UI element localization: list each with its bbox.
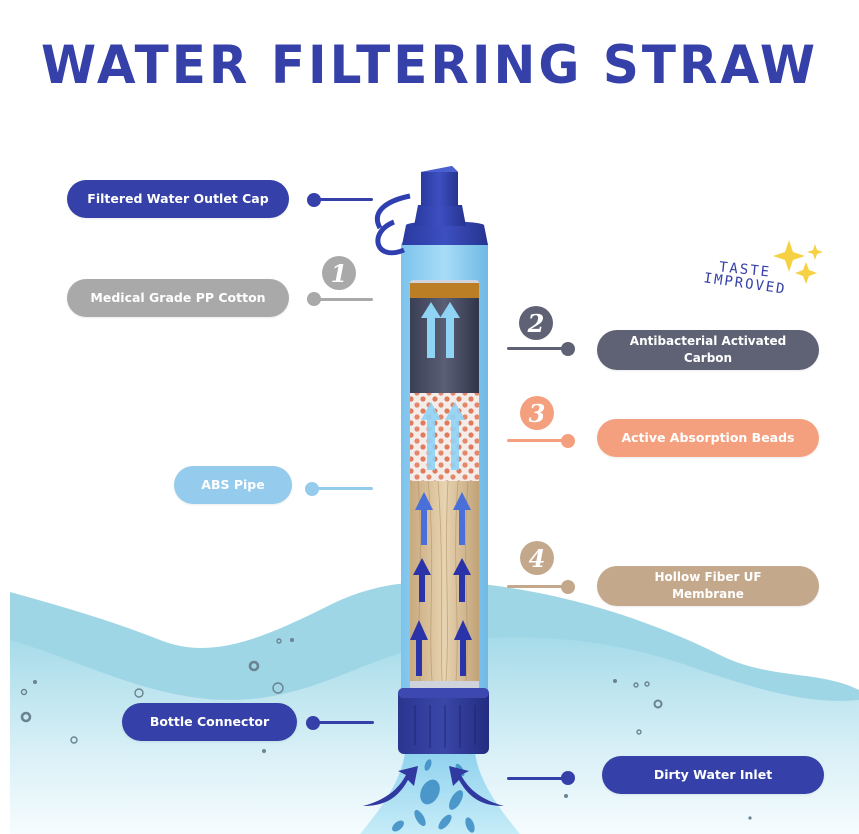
label-activated-carbon-text: Antibacterial Activated Carbon <box>629 334 787 365</box>
connector-dot <box>561 434 575 448</box>
label-absorption-beads-text: Active Absorption Beads <box>621 430 795 445</box>
connector-line <box>507 777 567 780</box>
label-outlet-cap-text: Filtered Water Outlet Cap <box>87 191 269 206</box>
connector-line <box>315 298 373 301</box>
label-uf-membrane-text: Hollow Fiber UF Membrane <box>654 570 762 601</box>
label-absorption-beads: Active Absorption Beads <box>597 419 819 457</box>
label-bottle-connector-text: Bottle Connector <box>149 714 270 729</box>
label-activated-carbon: Antibacterial Activated Carbon <box>597 330 819 370</box>
step-4-badge: 4 <box>520 541 554 575</box>
connector-dot <box>561 771 575 785</box>
connector-line <box>314 721 374 724</box>
label-water-inlet-text: Dirty Water Inlet <box>653 767 773 782</box>
connector-line <box>507 439 567 442</box>
step-3-badge: 3 <box>520 396 554 430</box>
label-water-inlet: Dirty Water Inlet <box>602 756 824 794</box>
label-uf-membrane: Hollow Fiber UF Membrane <box>597 566 819 606</box>
connector-dot <box>306 716 320 730</box>
connector-dot <box>307 292 321 306</box>
step-2-badge: 2 <box>519 306 553 340</box>
label-pp-cotton-text: Medical Grade PP Cotton <box>90 290 266 305</box>
label-pp-cotton: Medical Grade PP Cotton <box>67 279 289 317</box>
connector-line <box>507 347 567 350</box>
connector-line <box>315 198 373 201</box>
connector-line <box>313 487 373 490</box>
connector-dot <box>307 193 321 207</box>
step-1-badge: 1 <box>322 256 356 290</box>
connector-dot <box>561 580 575 594</box>
label-abs-pipe-text: ABS Pipe <box>201 477 265 492</box>
page-title: WATER FILTERING STRAW <box>40 34 819 96</box>
label-abs-pipe: ABS Pipe <box>174 466 292 504</box>
connector-dot <box>561 342 575 356</box>
label-bottle-connector: Bottle Connector <box>122 703 297 741</box>
connector-line <box>507 585 567 588</box>
label-outlet-cap: Filtered Water Outlet Cap <box>67 180 289 218</box>
connector-dot <box>305 482 319 496</box>
taste-improved-badge: TASTE IMPROVED <box>700 259 790 297</box>
